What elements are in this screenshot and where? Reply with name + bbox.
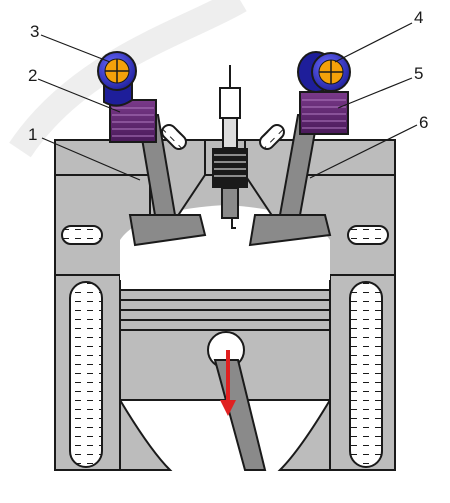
leader-4	[334, 22, 413, 63]
piston	[119, 289, 331, 471]
leader-1	[41, 137, 141, 181]
callout-1: 1	[28, 125, 37, 144]
leader-6	[309, 124, 418, 179]
head-slot-left	[161, 124, 187, 150]
exhaust-camshaft	[297, 51, 351, 93]
callout-6: 6	[419, 113, 428, 132]
leader-3	[40, 34, 111, 63]
background-arc	[9, 0, 247, 158]
head-port-left	[61, 225, 103, 245]
exhaust-valve	[248, 114, 332, 247]
head-slot-right	[259, 124, 285, 150]
callout-2: 2	[28, 66, 37, 85]
water-jacket-right	[349, 281, 383, 468]
callout-5: 5	[414, 64, 423, 83]
head-port-right	[347, 225, 389, 245]
cylinder-block	[54, 274, 396, 471]
callout-4: 4	[414, 8, 423, 27]
leader-2	[37, 78, 121, 113]
piston-motion-arrow	[220, 350, 236, 416]
exhaust-valve-spring	[299, 91, 349, 135]
piston-skirt	[119, 396, 331, 471]
spark-plug	[212, 65, 248, 229]
intake-valve-spring	[109, 99, 157, 143]
water-jacket-left	[69, 281, 103, 468]
callout-3: 3	[30, 22, 39, 41]
leader-5	[337, 77, 413, 109]
callout-leaders	[37, 22, 418, 181]
